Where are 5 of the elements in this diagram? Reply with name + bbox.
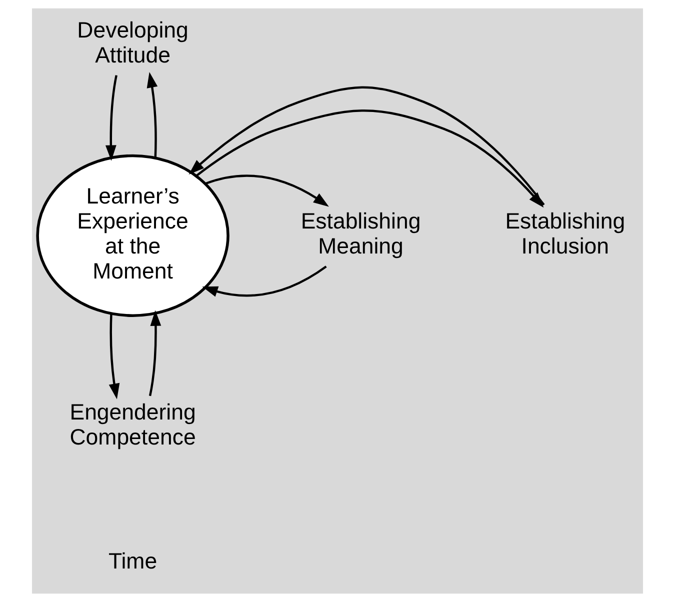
node-text: Establishing Inclusion bbox=[505, 208, 626, 258]
node-text: Establishing Meaning bbox=[300, 208, 421, 258]
node-text: Engendering Competence bbox=[70, 400, 196, 450]
node-text: Developing Attitude bbox=[77, 17, 188, 68]
label: Time bbox=[108, 548, 158, 574]
